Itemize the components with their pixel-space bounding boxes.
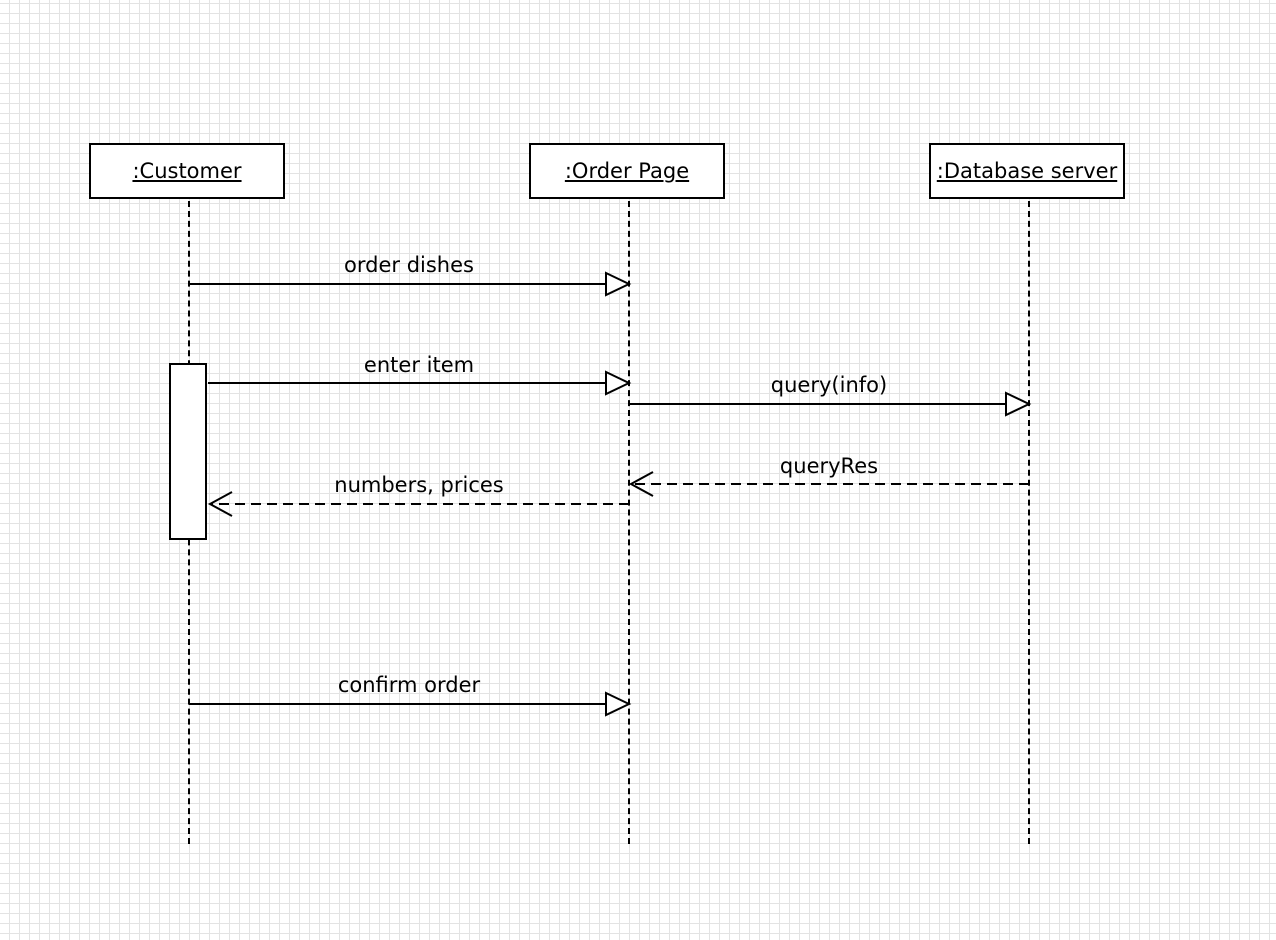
- message-arrow-query-info[interactable]: [629, 391, 1032, 417]
- customer-activation-bar[interactable]: [169, 363, 207, 540]
- message-arrow-query-res[interactable]: [628, 471, 1029, 497]
- message-label-order-dishes: order dishes: [344, 253, 474, 277]
- database-lifeline-head[interactable]: :Database server: [929, 143, 1125, 199]
- message-label-numbers-prices: numbers, prices: [334, 473, 504, 497]
- message-label-query-info: query(info): [770, 373, 888, 397]
- message-label-confirm-order: confirm order: [337, 673, 481, 697]
- database-lifeline: [1028, 201, 1030, 844]
- order-page-lifeline: [628, 201, 630, 844]
- message-arrow-enter-item[interactable]: [208, 370, 632, 396]
- message-arrow-order-dishes[interactable]: [189, 271, 632, 297]
- message-label-query-res: queryRes: [779, 454, 879, 478]
- message-label-enter-item: enter item: [363, 353, 475, 377]
- message-arrow-numbers-prices[interactable]: [207, 491, 629, 517]
- message-arrow-confirm-order[interactable]: [189, 691, 632, 717]
- order-page-lifeline-head[interactable]: :Order Page: [529, 143, 725, 199]
- customer-lifeline-head[interactable]: :Customer: [89, 143, 285, 199]
